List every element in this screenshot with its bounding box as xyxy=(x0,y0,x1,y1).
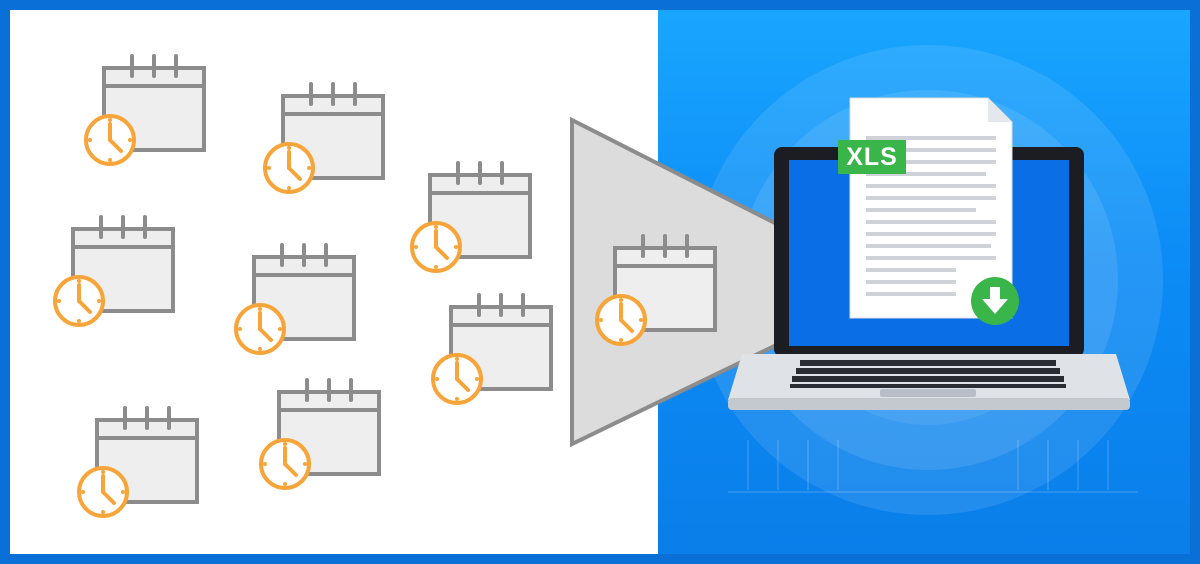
download-arrow-icon xyxy=(971,277,1019,325)
calendar-clock-icon xyxy=(234,243,356,355)
xls-badge: XLS xyxy=(838,140,906,174)
calendar-clock-icon xyxy=(431,293,553,405)
calendar-clock-icon xyxy=(259,378,381,490)
calendar-clock-icon xyxy=(84,54,206,166)
calendar-clock-icon xyxy=(410,161,532,273)
calendar-clock-icon xyxy=(77,406,199,518)
calendar-clock-icon xyxy=(263,82,385,194)
calendar-clock-icon xyxy=(53,215,175,327)
calendar-clock-icon xyxy=(595,234,717,346)
